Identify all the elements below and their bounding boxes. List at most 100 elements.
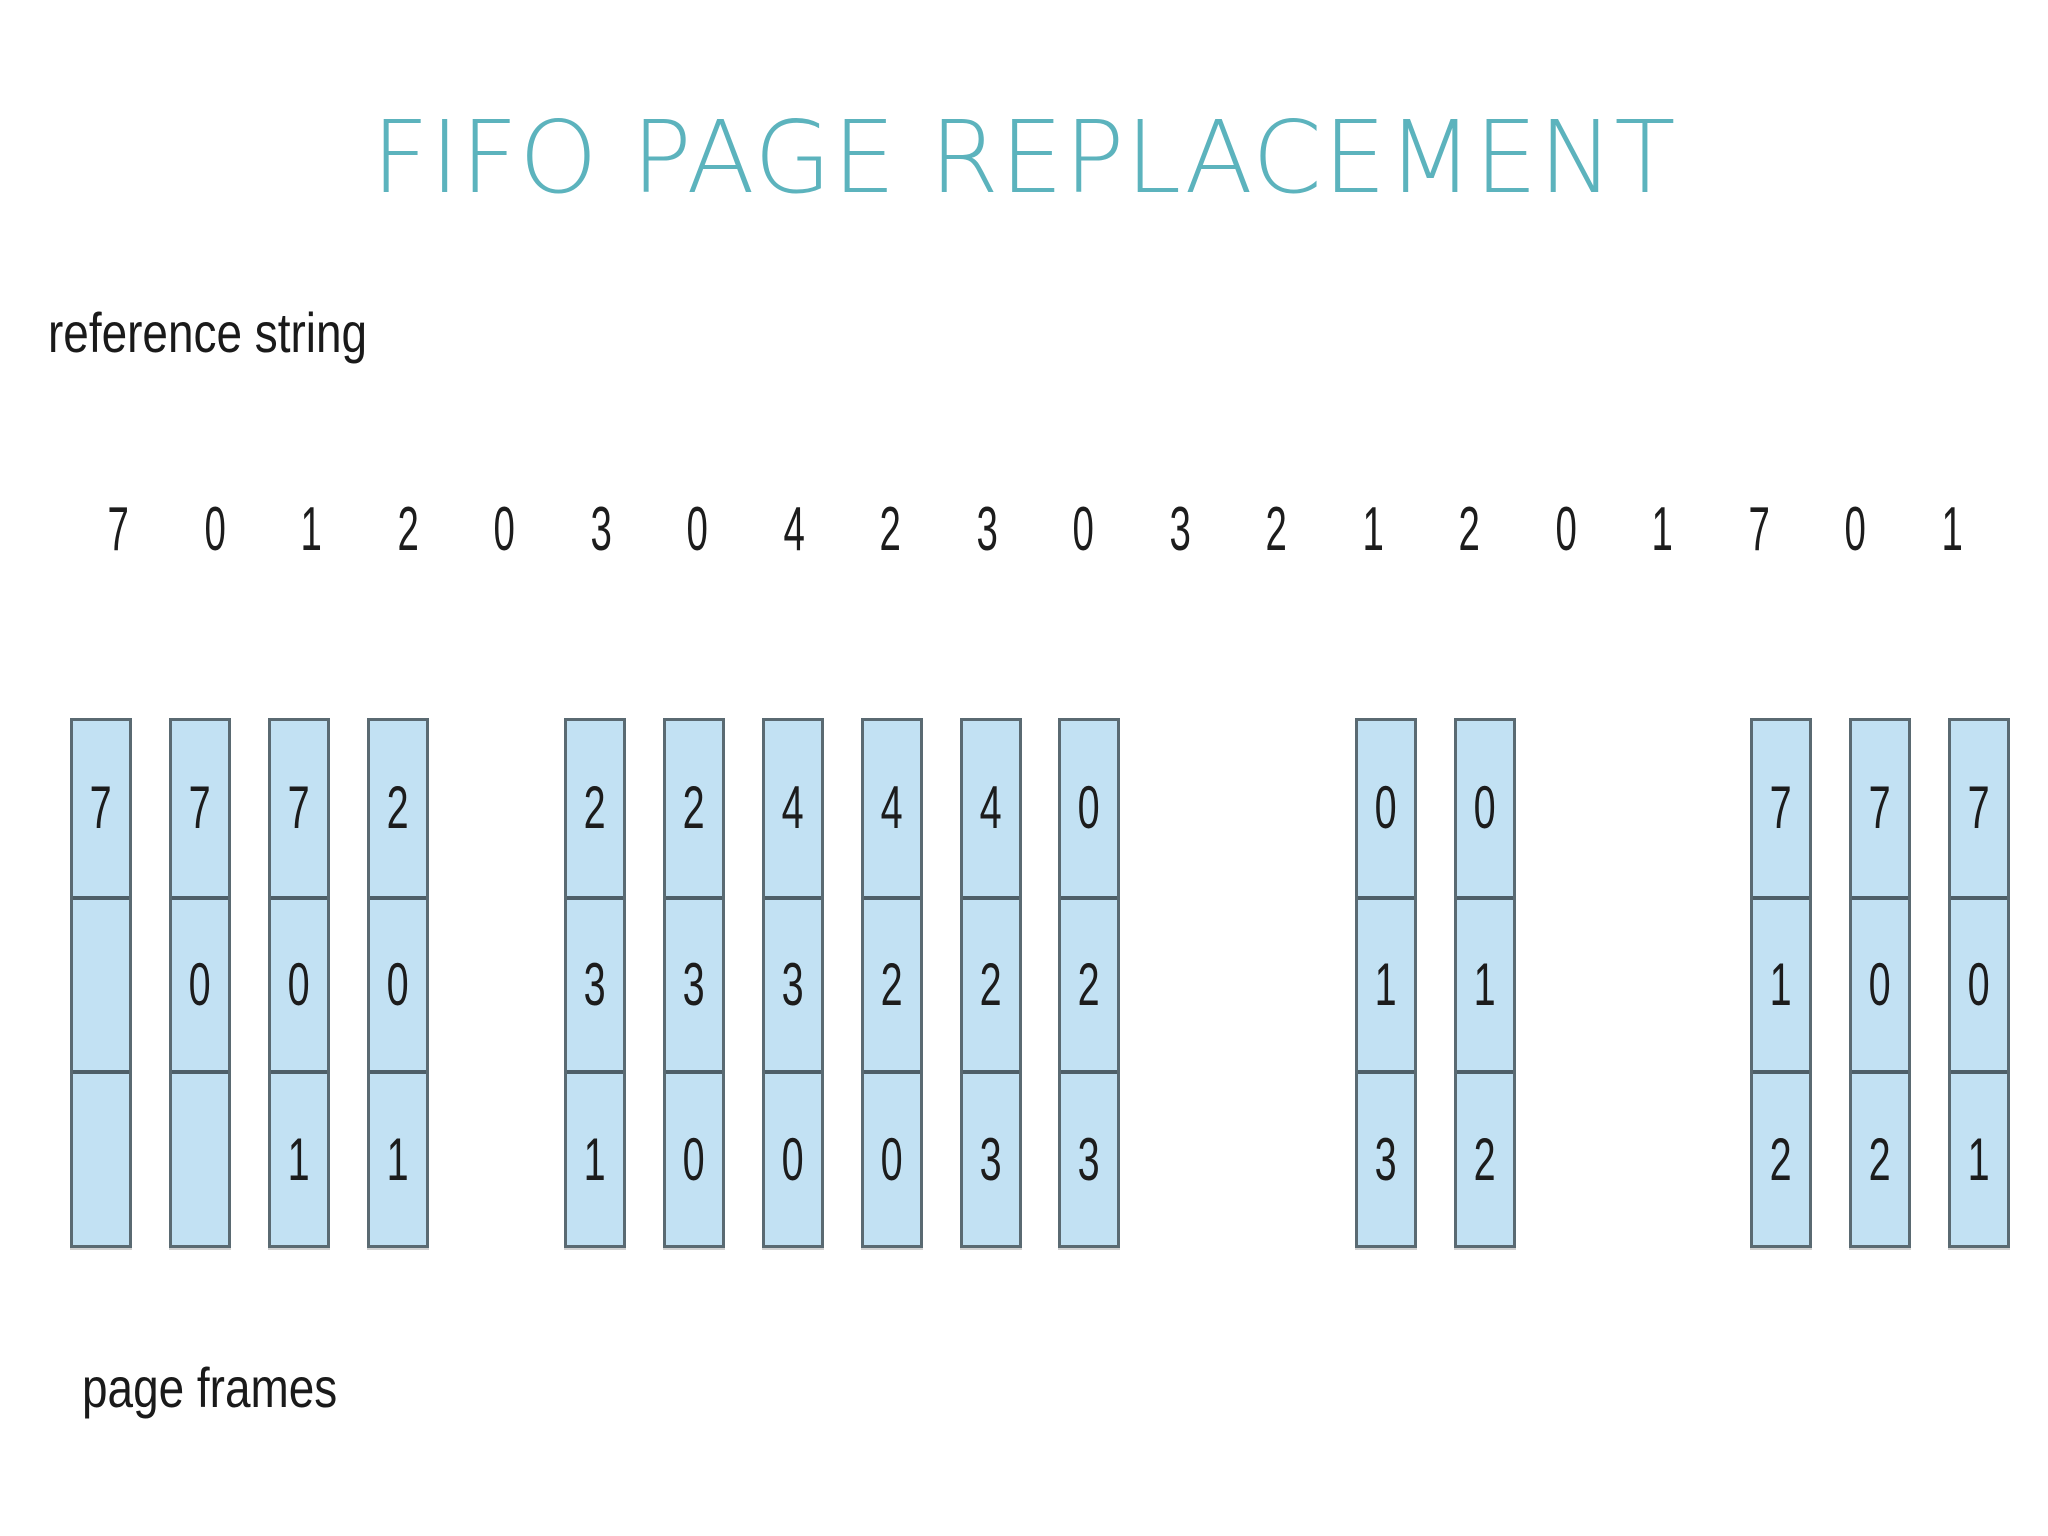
page-frame-cell-value: 0 xyxy=(386,950,410,1018)
page-frame-cell-value: 0 xyxy=(1374,774,1398,842)
page-frame-cell-value: 0 xyxy=(1868,950,1892,1018)
reference-string-label: reference string xyxy=(48,301,368,364)
reference-string-digit: 0 xyxy=(204,495,226,564)
reference-string-digit: 1 xyxy=(1651,495,1673,564)
page-frame-cell: 2 xyxy=(1061,895,1117,1071)
page-frame-cell-value: 0 xyxy=(287,950,311,1018)
page-frame-cell: 2 xyxy=(567,721,623,896)
page-frame-cell-value: 4 xyxy=(781,774,805,842)
page-frame-cell-value: 1 xyxy=(583,1125,607,1193)
page-frame-column: 0 1 2 xyxy=(1454,718,1516,1248)
page-frame-cell: 0 xyxy=(1061,721,1117,896)
page-frame-cell-value: 3 xyxy=(682,950,706,1018)
page-frame-cell: 2 xyxy=(963,895,1019,1071)
page-frame-cell-value: 2 xyxy=(880,950,904,1018)
page-frame-column: 0 1 3 xyxy=(1355,718,1417,1248)
page-frame-cell xyxy=(73,895,129,1071)
page-frame-cell-value: 3 xyxy=(781,950,805,1018)
page-frame-cell-value: 7 xyxy=(89,774,113,842)
page-frame-cell: 7 xyxy=(271,721,327,896)
page-frame-cell-value: 0 xyxy=(1473,774,1497,842)
page-frame-cell-value: 0 xyxy=(188,950,212,1018)
page-frame-cell: 7 xyxy=(172,721,228,896)
page-frame-cell-value: 2 xyxy=(682,774,706,842)
reference-string-digit: 2 xyxy=(1265,495,1287,564)
page-frame-cell: 4 xyxy=(864,721,920,896)
page-frame-cell: 3 xyxy=(666,895,722,1071)
page-frame-cell-value: 2 xyxy=(1473,1125,1497,1193)
page-frame-cell-value: 3 xyxy=(979,1125,1003,1193)
page-frame-cell-value: 4 xyxy=(979,774,1003,842)
page-frame-column-empty xyxy=(1157,718,1219,1248)
page-frame-cell: 3 xyxy=(1358,1070,1414,1245)
page-frame-column: 4 3 0 xyxy=(762,718,824,1248)
reference-string-digit: 3 xyxy=(590,495,612,564)
page-frame-cell-value: 0 xyxy=(682,1125,706,1193)
page-frame-cell-value: 1 xyxy=(1967,1125,1991,1193)
page-frame-cell: 1 xyxy=(1457,895,1513,1071)
page-frame-cell-value: 7 xyxy=(1868,774,1892,842)
reference-string-digit: 4 xyxy=(783,495,805,564)
page-frame-cell: 0 xyxy=(666,1070,722,1245)
reference-string-digit: 1 xyxy=(1362,495,1384,564)
page-frame-cell: 0 xyxy=(370,895,426,1071)
page-frame-cell-value: 7 xyxy=(188,774,212,842)
reference-string-digit: 1 xyxy=(1941,495,1963,564)
page-frame-cell: 0 xyxy=(765,1070,821,1245)
page-frame-column: 4 2 0 xyxy=(861,718,923,1248)
page-frame-cell: 0 xyxy=(864,1070,920,1245)
reference-string-digit: 2 xyxy=(879,495,901,564)
page-frame-cell: 7 xyxy=(1753,721,1809,896)
reference-string-digit: 2 xyxy=(397,495,419,564)
reference-string-digit: 2 xyxy=(1458,495,1480,564)
page-frame-cell: 3 xyxy=(765,895,821,1071)
reference-string-digit: 7 xyxy=(1748,495,1770,564)
page-frame-column-empty xyxy=(1651,718,1713,1248)
page-frame-cell-value: 3 xyxy=(1077,1125,1101,1193)
page-frame-cell-value: 2 xyxy=(1077,950,1101,1018)
page-frame-cell-value: 0 xyxy=(880,1125,904,1193)
page-frame-cell: 4 xyxy=(963,721,1019,896)
page-frame-cell-value: 2 xyxy=(1769,1125,1793,1193)
reference-string-digit: 0 xyxy=(1844,495,1866,564)
page-frame-cell-value: 0 xyxy=(781,1125,805,1193)
page-frame-cell: 3 xyxy=(567,895,623,1071)
reference-string-digit: 0 xyxy=(1555,495,1577,564)
page-frame-cell: 1 xyxy=(1358,895,1414,1071)
page-frame-cell: 7 xyxy=(1951,721,2007,896)
page-frame-cell-value: 1 xyxy=(287,1125,311,1193)
page-frames-label: page frames xyxy=(82,1356,338,1419)
page-frame-cell: 7 xyxy=(73,721,129,896)
page-frame-cell: 0 xyxy=(1951,895,2007,1071)
page-frame-cell-value: 1 xyxy=(1374,950,1398,1018)
page-frame-cell-value: 0 xyxy=(1077,774,1101,842)
page-frame-cell: 0 xyxy=(172,895,228,1071)
page-frame-cell-value: 1 xyxy=(1769,950,1793,1018)
page-frame-cell: 1 xyxy=(370,1070,426,1245)
page-frame-cell: 7 xyxy=(1852,721,1908,896)
page-frame-column: 2 3 0 xyxy=(663,718,725,1248)
page-frame-cell: 0 xyxy=(1852,895,1908,1071)
page-frame-column-empty xyxy=(1256,718,1318,1248)
reference-string-digit: 0 xyxy=(1072,495,1094,564)
reference-string-digit: 3 xyxy=(1169,495,1191,564)
page-frame-cell: 1 xyxy=(567,1070,623,1245)
reference-string-digit: 0 xyxy=(686,495,708,564)
page-frame-cell: 0 xyxy=(1457,721,1513,896)
page-frame-cell-value: 4 xyxy=(880,774,904,842)
page-frame-cell-value: 2 xyxy=(1868,1125,1892,1193)
page-frame-cell: 0 xyxy=(271,895,327,1071)
page-frame-column: 0 2 3 xyxy=(1058,718,1120,1248)
page-frame-cell-value: 7 xyxy=(1967,774,1991,842)
page-frame-cell: 1 xyxy=(1753,895,1809,1071)
reference-string-digit: 0 xyxy=(493,495,515,564)
page-frame-cell: 2 xyxy=(1753,1070,1809,1245)
page-frame-cell xyxy=(73,1070,129,1245)
page-frame-column: 7 1 2 xyxy=(1750,718,1812,1248)
page-frame-cell: 4 xyxy=(765,721,821,896)
